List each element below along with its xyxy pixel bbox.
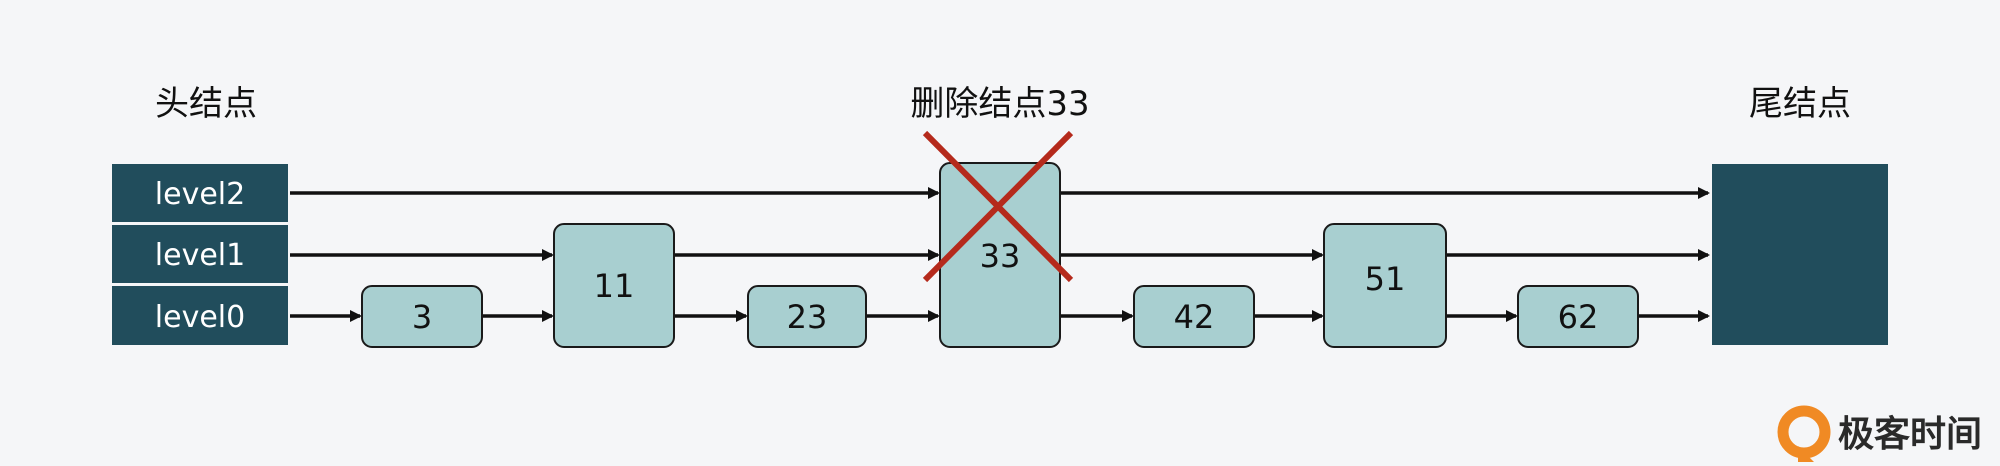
tail-label: 尾结点 bbox=[1749, 84, 1851, 124]
node-33-value: 33 bbox=[980, 237, 1021, 275]
tail-node bbox=[1712, 164, 1888, 345]
head-level2-label: level2 bbox=[155, 177, 245, 212]
delete-cross-icon bbox=[922, 130, 1074, 283]
node-42-box bbox=[1133, 285, 1255, 348]
head-level2-box bbox=[112, 164, 288, 222]
node-11-value: 11 bbox=[594, 267, 635, 305]
delete-label: 删除结点33 bbox=[910, 84, 1089, 124]
node-23: 23 bbox=[747, 285, 867, 348]
node-51-value: 51 bbox=[1365, 260, 1406, 298]
head-node: level2 level1 level0 bbox=[112, 164, 288, 345]
head-label: 头结点 bbox=[155, 84, 257, 124]
geektime-logo: 极客时间 bbox=[1777, 405, 1982, 462]
node-33-deleted: 33 bbox=[939, 162, 1061, 348]
node-11: 11 bbox=[553, 223, 675, 348]
node-62-value: 62 bbox=[1558, 298, 1599, 336]
head-level0-label: level0 bbox=[155, 300, 245, 335]
node-11-box bbox=[553, 223, 675, 348]
head-level0-box bbox=[112, 286, 288, 345]
node-33-box bbox=[939, 162, 1061, 348]
head-level1-label: level1 bbox=[155, 238, 245, 273]
node-23-value: 23 bbox=[787, 298, 828, 336]
node-62: 62 bbox=[1517, 285, 1639, 348]
node-42-value: 42 bbox=[1174, 298, 1215, 336]
node-51-box bbox=[1323, 223, 1447, 348]
head-level1-box bbox=[112, 225, 288, 283]
node-42: 42 bbox=[1133, 285, 1255, 348]
geektime-logo-text: 极客时间 bbox=[1838, 414, 1982, 455]
node-3-box bbox=[361, 285, 483, 348]
geektime-logo-icon bbox=[1777, 405, 1831, 462]
node-3: 3 bbox=[361, 285, 483, 348]
node-51: 51 bbox=[1323, 223, 1447, 348]
node-62-box bbox=[1517, 285, 1639, 348]
node-23-box bbox=[747, 285, 867, 348]
node-3-value: 3 bbox=[412, 298, 432, 336]
